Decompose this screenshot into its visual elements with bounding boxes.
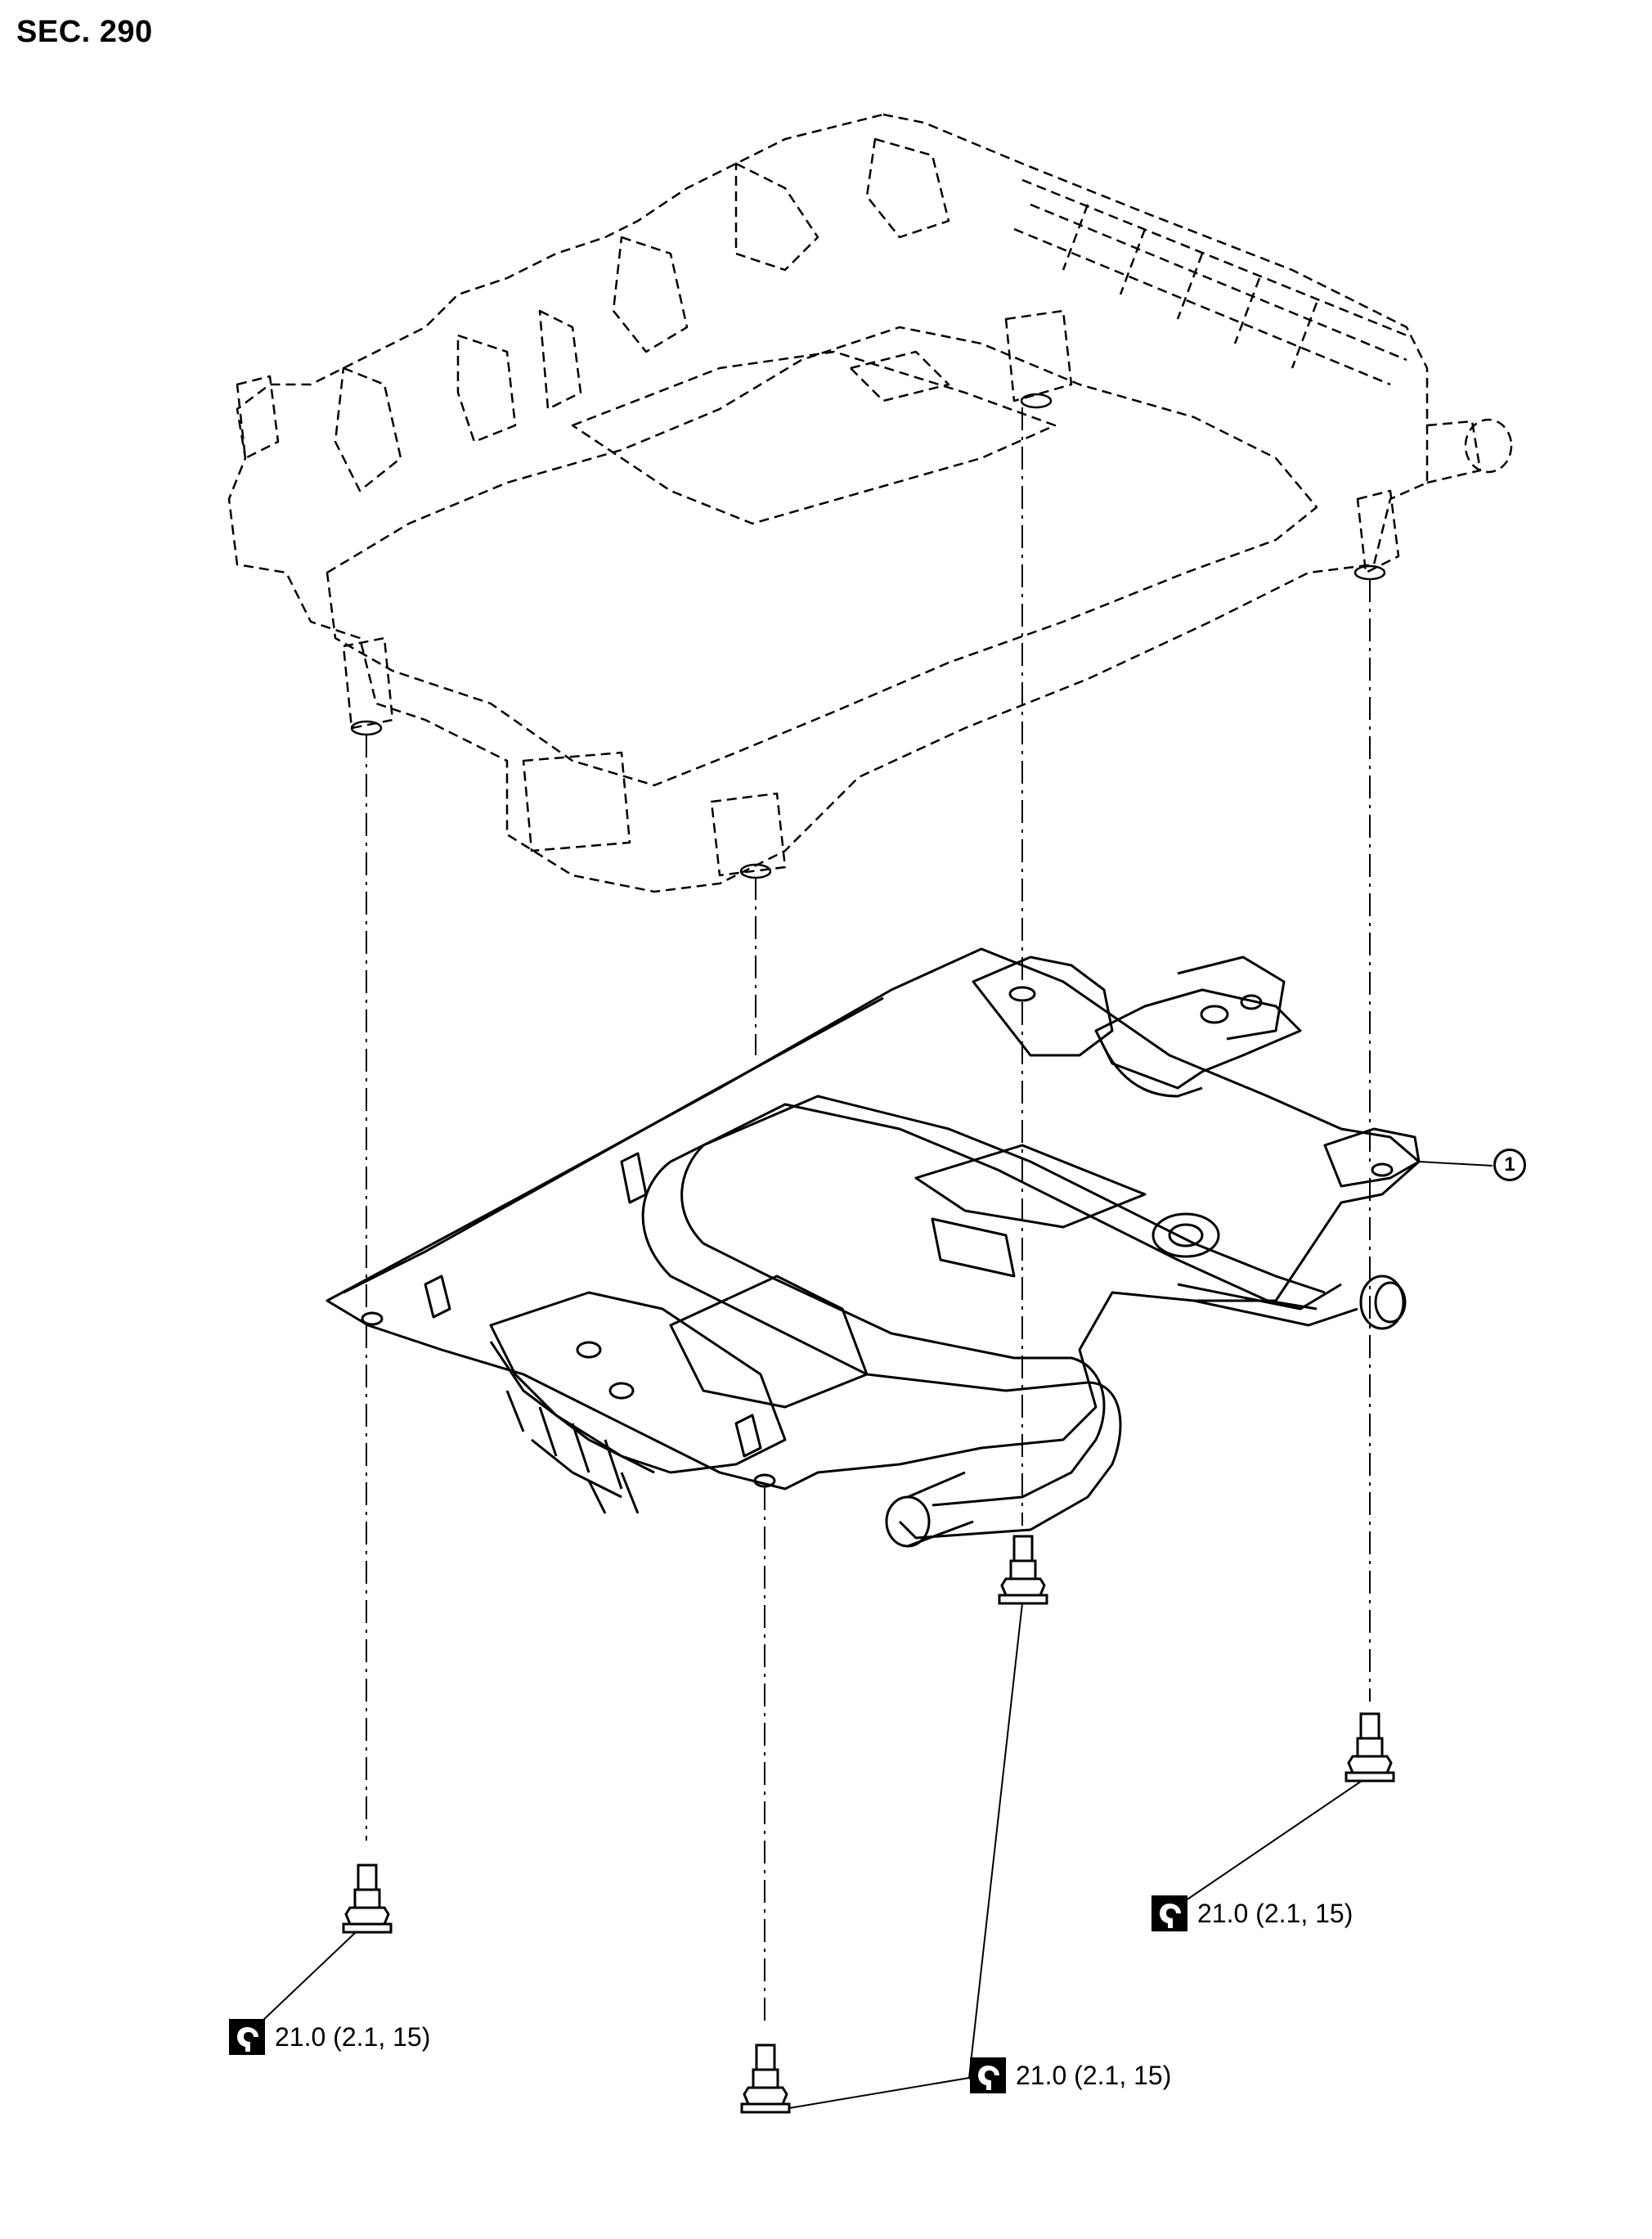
bolt-center-bottom <box>740 2043 791 2114</box>
valve-body-component <box>325 947 1421 1548</box>
torque-value: 21.0 (2.1, 15) <box>1016 2060 1172 2090</box>
bolt-left <box>342 1864 393 1934</box>
section-title: SEC. 290 <box>16 15 153 49</box>
torque-wrench-icon <box>229 2019 265 2055</box>
torque-spec-right: 21.0 (2.1, 15) <box>1151 1895 1353 1931</box>
torque-value: 21.0 (2.1, 15) <box>275 2021 431 2052</box>
callout-1: 1 <box>1493 1149 1526 1181</box>
callout-number: 1 <box>1504 1153 1515 1176</box>
torque-spec-center: 21.0 (2.1, 15) <box>970 2057 1171 2093</box>
bolt-right <box>1344 1712 1395 1783</box>
torque-value: 21.0 (2.1, 15) <box>1197 1898 1353 1928</box>
leader-lines <box>245 1161 1493 2109</box>
alignment-lines <box>366 407 1371 2021</box>
torque-wrench-icon <box>970 2057 1006 2093</box>
torque-spec-left: 21.0 (2.1, 15) <box>229 2019 430 2055</box>
torque-wrench-icon <box>1151 1895 1187 1931</box>
upper-housing-outline <box>227 113 1513 893</box>
bolt-center-top <box>998 1535 1048 1605</box>
